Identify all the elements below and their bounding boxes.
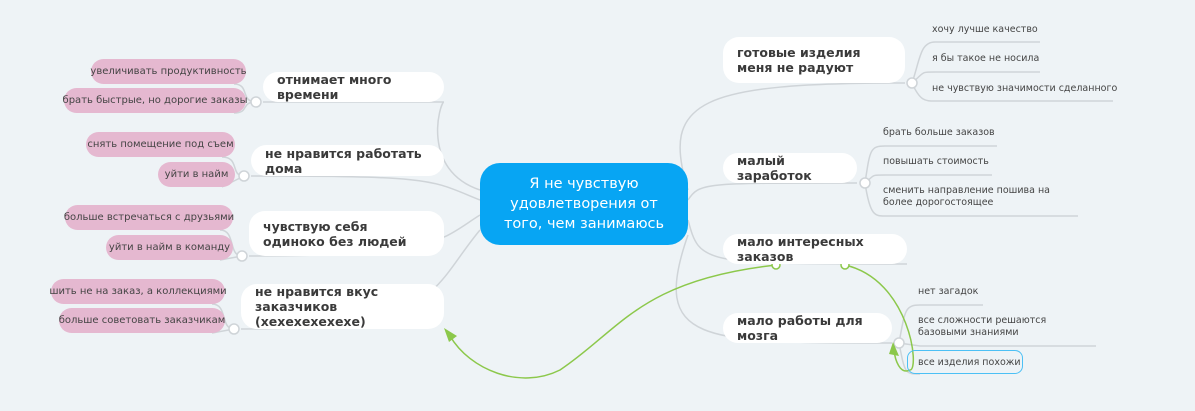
subtopic[interactable]: все сложности решаются базовыми знаниями xyxy=(918,315,1047,338)
topic-no-brainwork[interactable]: мало работы для мозга xyxy=(723,313,892,343)
subtopic[interactable]: брать быстрые, но дорогие заказы xyxy=(63,88,247,113)
subtopic[interactable]: увеличивать продуктивность xyxy=(90,59,247,84)
topic-few-orders[interactable]: мало интересных заказов xyxy=(723,234,907,264)
subtopic[interactable]: больше встречаться с друзьями xyxy=(64,205,234,230)
subtopic[interactable]: шить не на заказ, а коллекциями xyxy=(49,279,227,304)
subtopic[interactable]: хочу лучше качество xyxy=(932,24,1038,35)
selection-outline xyxy=(907,350,1023,374)
subtopic[interactable]: сменить направление пошива на более доро… xyxy=(883,185,1050,208)
topic-dislike-home[interactable]: не нравится работать дома xyxy=(251,145,444,176)
subtopic[interactable]: брать больше заказов xyxy=(883,127,995,138)
topic-products[interactable]: готовые изделия меня не радуют xyxy=(723,37,905,83)
subtopic[interactable]: снять помещение под съем xyxy=(86,132,235,157)
subtopic[interactable]: нет загадок xyxy=(918,286,979,297)
topic-takes-time[interactable]: отнимает много времени xyxy=(263,72,444,102)
subtopic[interactable]: не чувствую значимости сделанного xyxy=(932,83,1118,94)
topic-lonely[interactable]: чувствую себя одиноко без людей xyxy=(249,211,444,256)
subtopic[interactable]: уйти в найм xyxy=(158,162,235,187)
subtopic-selected[interactable]: все изделия похожи xyxy=(918,357,1021,368)
subtopic[interactable]: больше советовать заказчикам xyxy=(59,308,225,333)
subtopic[interactable]: повышать стоимость xyxy=(883,156,989,167)
topic-client-taste[interactable]: не нравится вкус заказчиков (хехехехехех… xyxy=(241,284,444,329)
central-topic[interactable]: Я не чувствую удовлетворения от того, че… xyxy=(480,163,688,245)
subtopic[interactable]: я бы такое не носила xyxy=(932,53,1040,64)
subtopic[interactable]: уйти в найм в команду xyxy=(106,235,233,260)
topic-low-income[interactable]: малый заработок xyxy=(723,153,857,183)
